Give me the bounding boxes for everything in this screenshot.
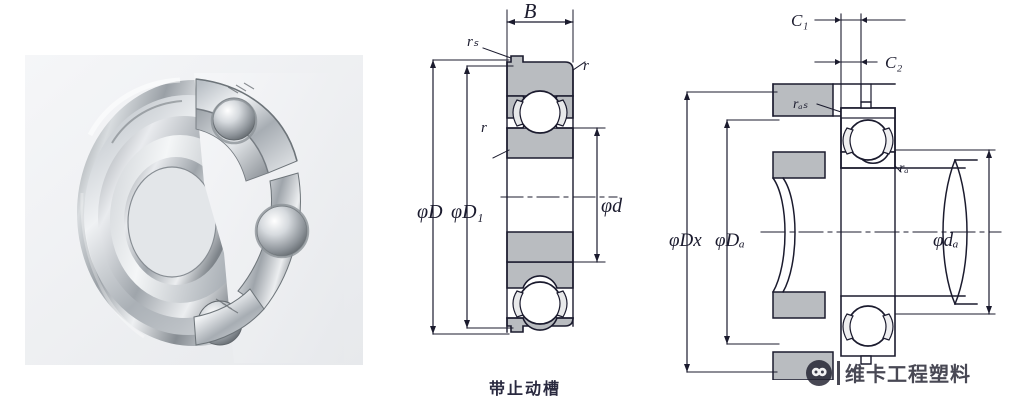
figure-caption-middle: 带止动槽 bbox=[489, 379, 562, 398]
label-fillet-shaft: rₐ bbox=[899, 161, 909, 176]
bearing-photo-panel bbox=[25, 55, 363, 365]
watermark-badge-icon bbox=[806, 359, 832, 386]
watermark-text: 维卡工程塑料 bbox=[845, 362, 971, 386]
label-fillet-housing: rₐₛ bbox=[793, 97, 809, 112]
label-clearance-c1: C₁ bbox=[791, 11, 808, 30]
label-clearance-c2: C₂ bbox=[885, 53, 902, 72]
label-chamfer-r-right: r bbox=[583, 58, 589, 74]
label-shoulder-diameter: φDₐ bbox=[715, 230, 745, 251]
label-chamfer-r-inner: r bbox=[481, 120, 487, 136]
bearing-photo-image bbox=[25, 55, 363, 365]
label-outer-diameter: φD bbox=[417, 201, 443, 223]
label-chamfer-rs: rₛ bbox=[467, 34, 479, 50]
label-bore-diameter: φd bbox=[601, 195, 623, 217]
bearing-mounting-drawing: C₁ C₂ rₐₛ rₐ φDx φDₐ φdₐ bbox=[665, 0, 1025, 380]
label-housing-diameter: φDx bbox=[669, 230, 702, 251]
label-shaft-diameter: φdₐ bbox=[933, 230, 959, 251]
watermark-logo: 维卡工程塑料 bbox=[806, 358, 971, 387]
label-groove-diameter: φD₁ bbox=[451, 201, 483, 223]
watermark-divider bbox=[837, 360, 840, 385]
label-width-B: B bbox=[524, 0, 537, 23]
bearing-section-drawing: B rₛ r r φD φD₁ φd bbox=[405, 0, 655, 372]
